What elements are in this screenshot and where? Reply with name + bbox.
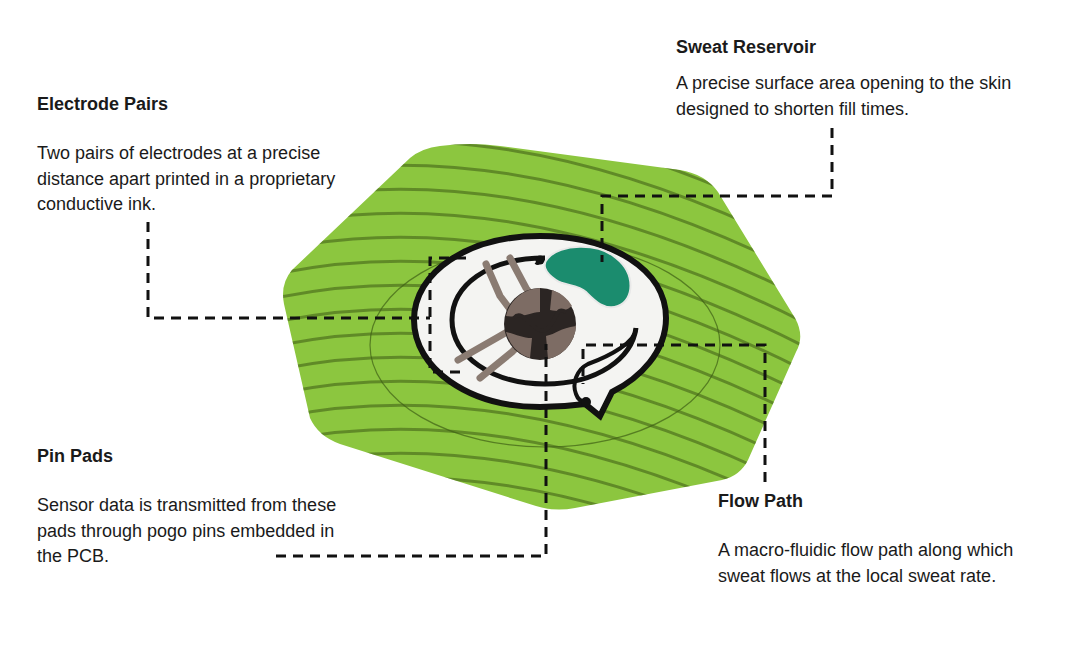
pin-pads [504, 288, 576, 360]
callout-heading: Flow Path [718, 489, 978, 515]
callout-heading: Pin Pads [37, 444, 297, 470]
leader-line [583, 345, 765, 482]
texture-stripe [250, 237, 860, 376]
sensor-disk [414, 236, 666, 416]
adhesive-patch [283, 144, 800, 510]
texture-stripe [250, 189, 860, 328]
flow-path-end [581, 397, 591, 407]
flow-path-end-line [575, 328, 637, 402]
callout-heading: Electrode Pairs [37, 92, 377, 118]
callout-heading: Sweat Reservoir [676, 35, 936, 61]
pin-pad [550, 290, 572, 311]
pin-pad-trace [514, 310, 566, 330]
leader-line [602, 128, 832, 262]
flow-path-start [536, 256, 545, 265]
leader-bracket [430, 258, 466, 372]
callout-description: Two pairs of electrodes at a precise dis… [37, 141, 382, 218]
texture-stripe [250, 405, 860, 544]
pin-pad [546, 326, 576, 359]
leader-line [148, 222, 430, 318]
callout-description: Sensor data is transmitted from these pa… [37, 493, 347, 570]
callout-description: A precise surface area opening to the sk… [676, 71, 1061, 122]
pin-pad [506, 288, 540, 316]
callout-description: A macro-fluidic flow path along which sw… [718, 538, 1038, 589]
pin-pad [506, 332, 532, 358]
